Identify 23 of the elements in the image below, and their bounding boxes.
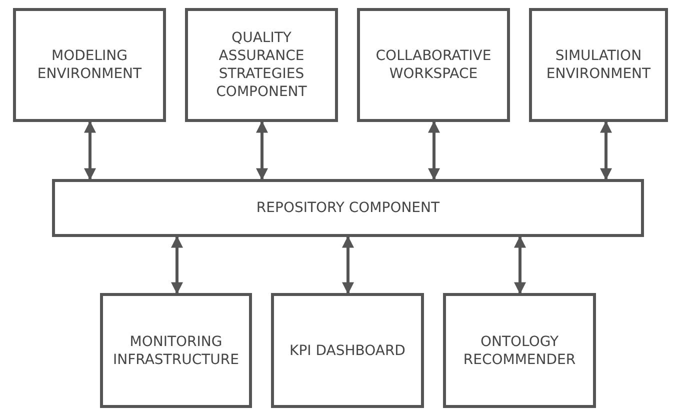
component-label: KPI DASHBOARD (290, 342, 406, 360)
component-box (357, 8, 510, 122)
component-box (185, 8, 338, 122)
component-box (100, 293, 252, 408)
component-label: REPOSITORY COMPONENT (256, 199, 440, 217)
component-box (13, 8, 166, 122)
double-arrow (342, 236, 354, 294)
component-label: ONTOLOGY RECOMMENDER (462, 332, 577, 368)
component-label: SIMULATION ENVIRONMENT (545, 47, 652, 83)
double-arrow (514, 236, 526, 294)
double-arrow (428, 120, 440, 180)
component-label: QUALITY ASSURANCE STRATEGIES COMPONENT (215, 29, 308, 101)
component-label: MODELING ENVIRONMENT (36, 47, 143, 83)
double-arrow (256, 120, 268, 180)
double-arrow (171, 236, 183, 294)
double-arrow (600, 120, 612, 180)
component-box (529, 8, 668, 122)
double-arrow (84, 120, 96, 180)
component-label: MONITORING INFRASTRUCTURE (112, 332, 240, 368)
component-box (271, 293, 424, 408)
component-box (52, 179, 644, 237)
component-label: COLLABORATIVE WORKSPACE (374, 47, 492, 83)
component-box (443, 293, 596, 408)
